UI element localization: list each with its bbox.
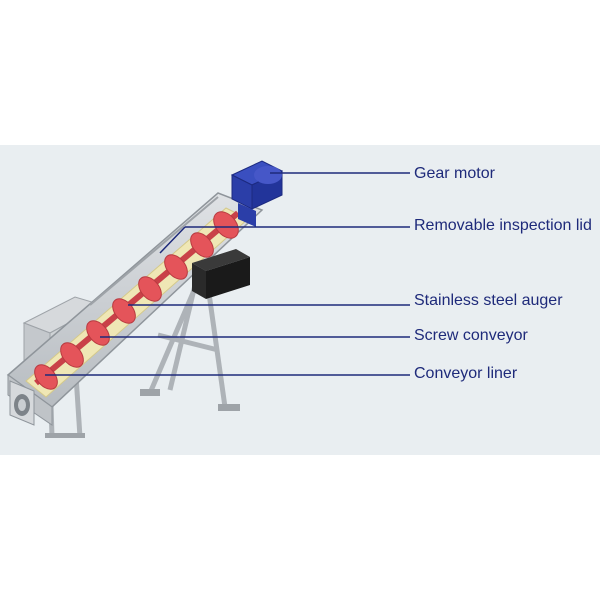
callout-screw-conveyor: Screw conveyor bbox=[414, 321, 528, 350]
diagram-panel: Gear motor Removable inspection lid Stai… bbox=[0, 145, 600, 455]
callout-removable-inspection-lid: Removable inspection lid bbox=[414, 211, 594, 240]
frame-feet bbox=[45, 389, 240, 438]
gear-motor bbox=[232, 161, 282, 227]
callout-conveyor-liner: Conveyor liner bbox=[414, 359, 517, 388]
callout-stainless-steel-auger: Stainless steel auger bbox=[414, 286, 563, 315]
callout-gear-motor: Gear motor bbox=[414, 159, 495, 188]
